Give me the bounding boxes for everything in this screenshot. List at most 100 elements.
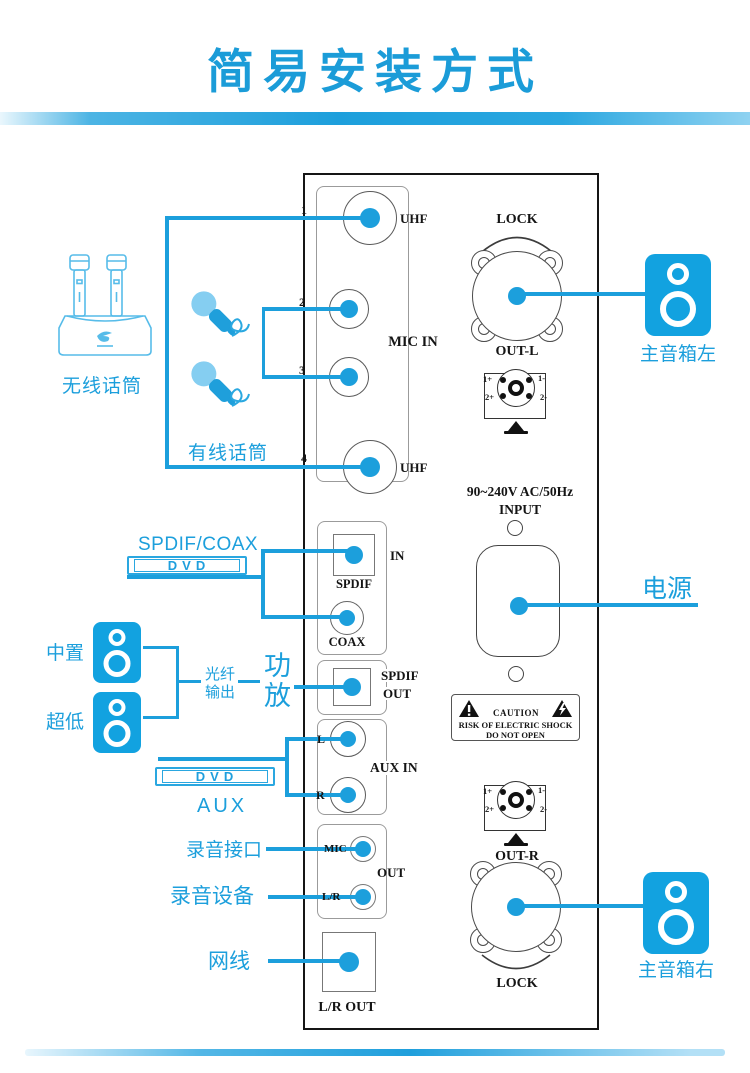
- wire-dvd-bracket: [261, 549, 265, 619]
- mic-jack-1-number: 1: [301, 203, 307, 217]
- wire-sub-stub: [143, 716, 179, 719]
- wire-aux-bracket: [285, 737, 289, 797]
- wired-mic-icon-1: [191, 291, 250, 337]
- lr-rec-port: [350, 884, 376, 910]
- spdif-out-label-2: OUT: [381, 686, 414, 701]
- speakon-bottom-pin3: [526, 789, 532, 795]
- wire-wired-to-jack2: [262, 307, 351, 311]
- wired-mic-label: 有线话筒: [188, 443, 269, 464]
- power-screw-bottom: [508, 666, 524, 682]
- speakon-top-pin3: [526, 377, 532, 383]
- network-cable-label: 网线: [208, 950, 250, 973]
- speakon-bottom-speaker-base: [504, 843, 528, 846]
- speakon-bottom-1plus: 1+: [483, 786, 493, 796]
- out-l-label: OUT-L: [495, 344, 539, 359]
- wire-dvd2-feed: [158, 757, 288, 761]
- optical-output-label-1: 光纤: [205, 666, 236, 683]
- wire-wireless-to-jack4: [165, 465, 372, 469]
- speakon-bottom-pin2: [500, 805, 506, 811]
- wire-center-stub: [143, 646, 179, 649]
- subwoofer-label: 超低: [46, 712, 85, 733]
- mic-jack-2-number: 2: [299, 295, 305, 309]
- digital-in-group-box: [317, 521, 387, 655]
- lock-label-bottom: LOCK: [496, 976, 538, 991]
- dvd2-label: DVD: [162, 769, 268, 784]
- wire-wired-to-jack3: [262, 375, 351, 379]
- wireless-mic-dock-illustration: [58, 254, 152, 356]
- power-screw-top: [507, 520, 523, 536]
- rec-out-group-box: [317, 824, 387, 919]
- speakon-bottom-speaker-icon: [508, 833, 524, 843]
- power-spec-label: 90~240V AC/50Hz: [466, 484, 574, 499]
- caution-line3: DO NOT OPEN: [486, 730, 545, 740]
- wire-out-l: [524, 292, 645, 296]
- warning-exclamation-icon: [459, 700, 479, 717]
- wire-network: [268, 959, 353, 963]
- aux-l-label: L: [317, 732, 326, 746]
- spdif-coax-label: SPDIF/COAX: [138, 534, 259, 555]
- caution-line2: RISK OF ELECTRIC SHOCK: [458, 720, 573, 730]
- speakon-bottom-circle: [497, 781, 535, 819]
- out-label: OUT: [377, 865, 406, 880]
- wire-rec-port: [266, 847, 358, 851]
- amplifier-label-1: 功: [264, 651, 291, 681]
- speakon-bottom-2plus: 2+: [485, 804, 495, 814]
- power-input-label: INPUT: [498, 502, 541, 517]
- wire-to-aux-r: [285, 793, 350, 797]
- speakon-bottom-2minus: 2-: [540, 804, 548, 814]
- main-left-tweeter: [667, 263, 689, 285]
- main-right-tweeter: [665, 881, 687, 903]
- speakon-top-pin2: [500, 393, 506, 399]
- main-speaker-left-label: 主音箱左: [640, 344, 717, 365]
- lr-rec-label: L/R: [322, 891, 341, 903]
- wire-optical-left-dash: [179, 680, 201, 683]
- wire-optical-right-dash: [238, 680, 260, 683]
- uhf-label-bottom: UHF: [400, 460, 428, 475]
- lock-arc-bottom: [481, 954, 551, 970]
- in-label: IN: [390, 548, 405, 563]
- optical-output-label-2: 输出: [205, 684, 236, 701]
- wireless-mic-label: 无线话筒: [62, 376, 143, 397]
- aux-in-label: AUX IN: [368, 760, 420, 775]
- speakon-top-1minus: 1-: [538, 373, 546, 383]
- speakon-bottom-pin1: [500, 789, 506, 795]
- coax-label: COAX: [328, 635, 366, 649]
- high-voltage-icon: [552, 700, 572, 717]
- wire-wireless-to-jack1: [165, 216, 372, 220]
- dvd1-label: DVD: [134, 558, 240, 573]
- speakon-top-speaker-icon: [508, 421, 524, 431]
- center-speaker-icon: [93, 622, 141, 683]
- power-label: 电源: [642, 575, 693, 603]
- speakon-top-speaker-base: [504, 431, 528, 434]
- subwoofer-icon: [93, 692, 141, 753]
- out-l-pin: [508, 287, 526, 305]
- wire-dvd-feed: [127, 575, 263, 579]
- rec-device-label: 录音设备: [170, 885, 254, 908]
- wire-to-aux-l: [285, 737, 350, 741]
- main-right-woofer: [658, 909, 694, 945]
- lr-out-label: L/R OUT: [318, 1000, 376, 1015]
- top-divider-bar: [0, 112, 750, 125]
- main-speaker-left-icon: [645, 254, 711, 336]
- wire-wired-bracket: [262, 307, 265, 379]
- wire-rec-device: [268, 895, 358, 899]
- wire-to-spdif-in: [261, 549, 354, 553]
- dvd-player-icon-2: DVD: [155, 767, 275, 786]
- main-left-woofer: [660, 291, 696, 327]
- speakon-top-center-ring: [508, 380, 524, 396]
- speakon-bottom-center-ring: [508, 792, 524, 808]
- wired-mic-icon-2: [191, 361, 250, 407]
- mic-jack-4-number: 4: [301, 451, 307, 465]
- wire-out-r: [523, 904, 643, 908]
- lock-label-top: LOCK: [496, 212, 538, 227]
- power-iec-socket: [476, 545, 560, 657]
- center-speaker-tweeter: [108, 629, 126, 646]
- amplifier-label-2: 放: [264, 681, 291, 711]
- speakon-bottom-1minus: 1-: [538, 785, 546, 795]
- wire-speaker-bracket: [176, 646, 179, 719]
- mic-out-pin: [355, 841, 371, 857]
- lr-rec-pin: [355, 889, 371, 905]
- speakon-top-pin1: [500, 377, 506, 383]
- page-title: 简易安装方式: [207, 45, 543, 98]
